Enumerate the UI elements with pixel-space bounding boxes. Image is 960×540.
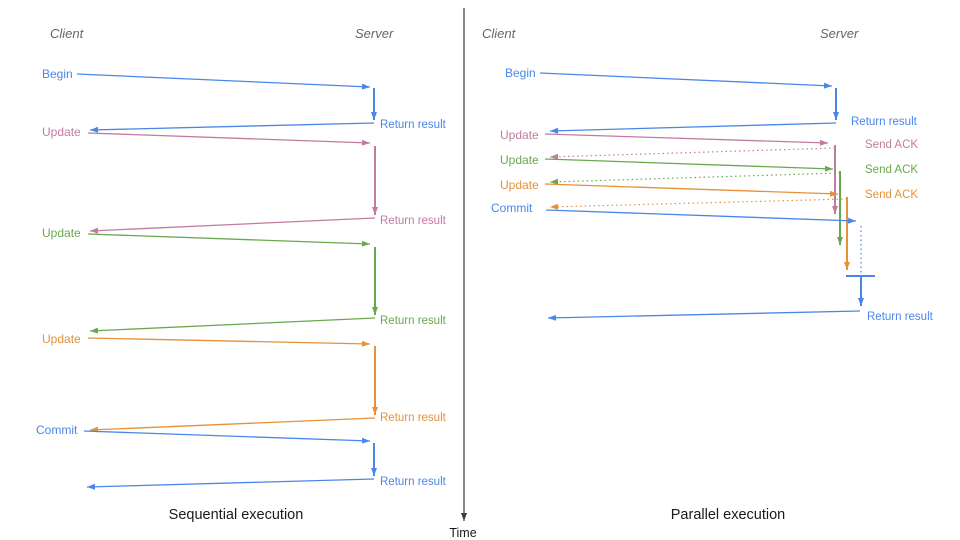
right-begin-request bbox=[539, 72, 833, 89]
right-update3-request bbox=[544, 183, 839, 197]
left-update3-return bbox=[89, 417, 376, 433]
left-update2-request bbox=[87, 233, 371, 247]
right-update1-request bbox=[544, 133, 829, 146]
right-begin-label: Begin bbox=[505, 66, 536, 80]
right-send-ack-3: Send ACK bbox=[865, 189, 918, 201]
right-update3-ack bbox=[549, 198, 848, 210]
right-update2-ack bbox=[549, 172, 841, 185]
right-begin-return bbox=[549, 122, 837, 134]
right-commit-label: Commit bbox=[491, 201, 533, 215]
right-update2-request bbox=[544, 158, 834, 172]
right-send-ack-1: Send ACK bbox=[865, 139, 918, 151]
left-commit-label: Commit bbox=[36, 423, 78, 437]
left-client-label: Client bbox=[50, 26, 85, 41]
left-update3-request bbox=[87, 337, 371, 347]
left-update3-label: Update bbox=[42, 332, 81, 346]
right-update1-ack bbox=[549, 147, 836, 160]
right-final-return bbox=[547, 310, 861, 321]
right-server-label: Server bbox=[820, 26, 859, 41]
left-update1-return bbox=[89, 217, 376, 234]
left-return-result-5: Return result bbox=[380, 476, 447, 488]
right-commit-request bbox=[545, 209, 857, 224]
left-return-result-2: Return result bbox=[380, 215, 447, 227]
right-client-label: Client bbox=[482, 26, 517, 41]
left-update1-label: Update bbox=[42, 125, 81, 139]
right-update2-label: Update bbox=[500, 153, 539, 167]
left-begin-label: Begin bbox=[42, 67, 73, 81]
left-begin-return bbox=[89, 122, 375, 133]
left-return-result-3: Return result bbox=[380, 315, 447, 327]
left-update2-label: Update bbox=[42, 226, 81, 240]
left-return-result-1: Return result bbox=[380, 119, 447, 131]
left-update2-return bbox=[89, 317, 376, 334]
time-axis-label: Time bbox=[449, 526, 476, 540]
right-update1-label: Update bbox=[500, 128, 539, 142]
right-update3-label: Update bbox=[500, 178, 539, 192]
left-begin-request bbox=[76, 73, 371, 90]
right-caption: Parallel execution bbox=[671, 507, 785, 523]
left-commit-return bbox=[86, 478, 375, 490]
left-return-result-4: Return result bbox=[380, 412, 447, 424]
left-commit-request bbox=[83, 430, 371, 444]
right-return-result-2: Return result bbox=[867, 311, 934, 323]
right-return-result-1: Return result bbox=[851, 116, 918, 128]
left-update1-request bbox=[87, 132, 371, 146]
left-caption: Sequential execution bbox=[169, 507, 304, 523]
left-server-label: Server bbox=[355, 26, 394, 41]
right-send-ack-2: Send ACK bbox=[865, 164, 918, 176]
